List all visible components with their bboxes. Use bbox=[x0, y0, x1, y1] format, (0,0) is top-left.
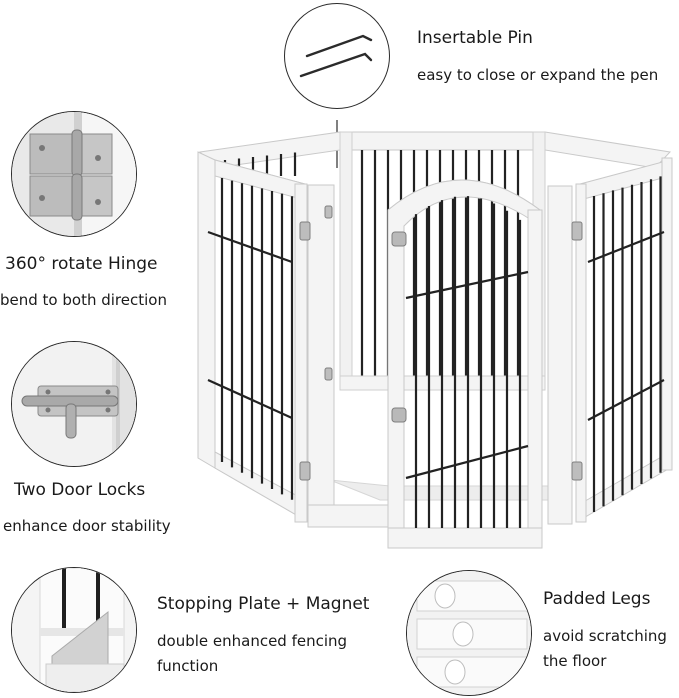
pin-title: Insertable Pin bbox=[417, 28, 533, 48]
legs-detail-circle bbox=[406, 570, 532, 696]
back-panels bbox=[198, 131, 672, 391]
pin-detail-circle bbox=[284, 3, 390, 109]
left-center-panel bbox=[307, 184, 389, 528]
hinge-icon bbox=[12, 112, 136, 236]
gate-lock-top bbox=[391, 231, 407, 247]
plate-title: Stopping Plate + Magnet bbox=[157, 594, 370, 614]
hinge-subtitle: bend to both direction bbox=[0, 291, 167, 309]
padded-leg-icon bbox=[407, 571, 531, 695]
plate-detail-circle bbox=[11, 567, 137, 693]
plate-subtitle-line1: double enhanced fencing bbox=[157, 632, 348, 650]
fence-bar bbox=[207, 230, 293, 264]
lock-detail-circle bbox=[11, 341, 137, 467]
gate-lock-bottom bbox=[391, 407, 407, 423]
legs-subtitle-line2: the floor bbox=[543, 652, 607, 670]
gate-panel bbox=[387, 179, 543, 549]
hinge-title: 360° rotate Hinge bbox=[5, 254, 158, 274]
locks-title: Two Door Locks bbox=[14, 480, 146, 500]
legs-subtitle-line1: avoid scratching bbox=[543, 627, 667, 645]
pet-fence-image bbox=[197, 120, 673, 549]
fence-bar bbox=[207, 378, 293, 420]
hinges bbox=[299, 205, 583, 481]
fence-bar bbox=[587, 379, 665, 421]
stopping-plate-icon bbox=[12, 568, 136, 692]
fence-bar bbox=[405, 444, 529, 480]
hinge-detail-circle bbox=[11, 111, 137, 237]
right-panel bbox=[575, 157, 673, 523]
pin-icon bbox=[299, 34, 373, 78]
fence-bar bbox=[405, 270, 529, 300]
plate-subtitle-line2: function bbox=[157, 657, 219, 675]
fence-bar bbox=[587, 230, 665, 264]
legs-title: Padded Legs bbox=[543, 589, 651, 609]
pin-subtitle: easy to close or expand the pen bbox=[417, 66, 659, 84]
door-lock-icon bbox=[12, 342, 136, 466]
left-panel bbox=[197, 151, 308, 523]
locks-subtitle: enhance door stability bbox=[3, 517, 171, 535]
